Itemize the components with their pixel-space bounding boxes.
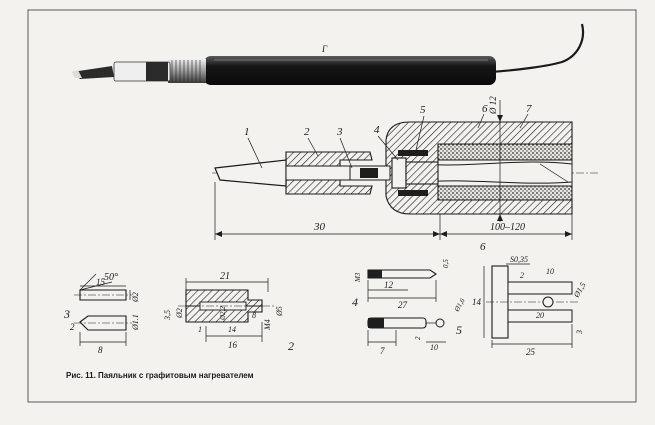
dim-handle-length: 100–120 — [490, 222, 525, 233]
detail-number: 6 — [480, 241, 486, 253]
detail-number: 5 — [456, 323, 462, 337]
dim-diameter: Ø2 — [131, 292, 140, 303]
dim-diameter: Ø2 — [175, 308, 184, 319]
dim-step: 3,5 — [163, 310, 172, 321]
dim-length: 1 — [198, 325, 202, 334]
dim-width: 20 — [536, 311, 544, 320]
dim-height: 14 — [472, 297, 482, 307]
dim-width: 25 — [526, 347, 536, 357]
dim-tip-length: 30 — [313, 221, 326, 233]
part-label: 4 — [374, 124, 380, 136]
detail-tip: 50° 15 Ø2 3 2 8 Ø1.1 — [63, 272, 140, 355]
detail-number: 2 — [288, 339, 294, 353]
photo-mark: Г — [321, 44, 328, 54]
frame — [27, 9, 637, 403]
part-label: 2 — [304, 126, 310, 138]
dim-angle: 50° — [104, 272, 118, 283]
detail-nut: 6 S0,35 14 2 10 Ø1,5 20 25 3 — [472, 241, 588, 357]
dim-length: 8 — [252, 311, 256, 320]
dim-width: 10 — [546, 267, 554, 276]
detail-number: 4 — [352, 295, 358, 309]
dim-small: 2 — [70, 322, 75, 332]
cord — [489, 23, 585, 74]
dim-m: M3 — [354, 272, 362, 283]
assembly-section: 1 2 3 4 5 6 7 Ø 12 30 100–120 — [212, 96, 598, 240]
dim-total: 21 — [220, 271, 230, 282]
part-label: 6 — [482, 103, 488, 115]
part-label: 3 — [336, 126, 343, 138]
dim-diameter: Ø2,2 — [219, 306, 227, 321]
figure-caption: Рис. 11. Паяльник с графитовым нагревате… — [66, 371, 254, 380]
detail-number: 3 — [63, 307, 70, 321]
detail-sleeve: 21 3,5 Ø2 Ø2,2 Ø5 M4 1 14 8 16 2 — [163, 271, 294, 353]
soldering-iron-photo: Г — [72, 23, 585, 85]
dim-length: 16 — [228, 340, 238, 350]
dim-thk: 0,5 — [442, 259, 450, 268]
dim-length: 12 — [384, 280, 394, 290]
dim-diameter: Ø5 — [275, 306, 284, 317]
dim-length: 15 — [96, 277, 106, 287]
dim-length: 10 — [430, 343, 438, 352]
dim-length: 8 — [98, 345, 103, 355]
dim-length: 14 — [228, 325, 236, 334]
dim-length: 27 — [398, 300, 408, 310]
dim-diameter: Ø1.1 — [131, 314, 140, 331]
detail-pin: 7 2 10 5 — [367, 317, 462, 356]
dim-small: 2 — [414, 336, 422, 340]
dim-diameter: Ø 12 — [488, 96, 498, 115]
dim-thread: S0,35 — [510, 255, 528, 264]
dim-small: 3 — [575, 330, 584, 335]
dim-length: 7 — [380, 346, 385, 356]
dim-width: 2 — [520, 271, 524, 280]
part-label: 1 — [244, 126, 250, 138]
part-label: 5 — [420, 104, 426, 116]
detail-rod: M3 0,5 12 27 4 Ø1,6 — [352, 259, 467, 314]
part-label: 7 — [526, 103, 532, 115]
dim-diameter: Ø1,5 — [571, 281, 587, 300]
dim-diameter: Ø1,6 — [452, 297, 467, 314]
dim-thread: M4 — [263, 319, 272, 331]
